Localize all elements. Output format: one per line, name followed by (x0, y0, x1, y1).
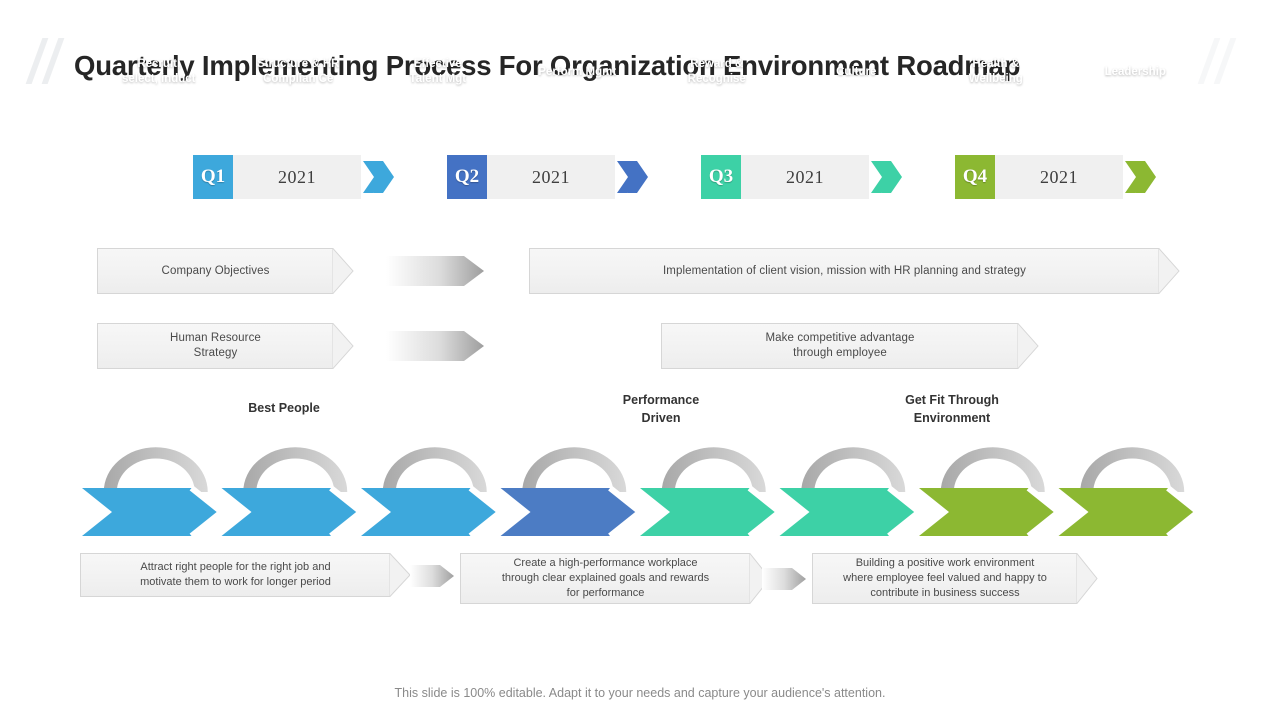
description-box-attract-people[interactable]: Attract right people for the right job a… (80, 553, 411, 597)
quarter-year: 2021 (487, 155, 615, 199)
process-arc-6 (940, 447, 1045, 492)
process-chevron-3 (500, 488, 640, 536)
chevron-right-icon (1123, 155, 1157, 199)
connector-arrow-4 (762, 565, 806, 593)
process-chevron-6 (919, 488, 1059, 536)
strategy-box-company-objectives[interactable]: Company Objectives (97, 248, 354, 294)
chevron-tip-icon (1017, 323, 1039, 369)
process-arc-7 (1080, 447, 1185, 492)
chevron-tip-icon (1158, 248, 1180, 294)
chevron-tip-icon (332, 248, 354, 294)
quarter-year: 2021 (741, 155, 869, 199)
footer-note: This slide is 100% editable. Adapt it to… (394, 686, 886, 700)
process-arc-0 (103, 447, 208, 492)
quarter-item-q3[interactable]: Q3 2021 (701, 155, 903, 199)
process-arc-1 (243, 447, 348, 492)
strategy-box-label: Implementation of client vision, mission… (662, 264, 1027, 277)
connector-arrow-1 (386, 252, 484, 290)
chevron-right-icon (869, 155, 903, 199)
chevron-tip-icon (332, 323, 354, 369)
process-chevron-5 (779, 488, 919, 536)
description-text: Attract right people for the right job a… (140, 561, 331, 588)
quarter-item-q4[interactable]: Q4 2021 (955, 155, 1157, 199)
double-slash-icon-right (1197, 38, 1248, 84)
quarter-badge: Q2 (447, 155, 487, 199)
connector-arrow-3 (410, 562, 454, 590)
page-title: Quarterly Implementing Process For Organ… (74, 50, 1021, 81)
quarter-item-q1[interactable]: Q1 2021 (193, 155, 395, 199)
double-slash-icon-left (25, 38, 76, 84)
caption-best-people: Best People (248, 401, 320, 415)
connector-arrow-2 (386, 327, 484, 365)
process-arc-3 (522, 447, 627, 492)
process-chevron-2 (361, 488, 501, 536)
quarter-badge: Q3 (701, 155, 741, 199)
chevron-right-icon (615, 155, 649, 199)
chevron-tip-icon (389, 553, 411, 597)
process-arc-5 (801, 447, 906, 492)
process-chevron-7 (1058, 488, 1198, 536)
chevron-right-icon (361, 155, 395, 199)
process-chevron-0 (82, 488, 222, 536)
quarter-badge: Q1 (193, 155, 233, 199)
quarter-timeline: Q1 2021 Q2 2021 Q3 2021 Q4 2021 (0, 155, 1280, 201)
strategy-box-label: Company Objectives (161, 264, 270, 277)
chevron-tip-icon (749, 553, 771, 604)
quarter-year: 2021 (995, 155, 1123, 199)
process-arc-4 (661, 447, 766, 492)
process-chevron-band (0, 440, 1280, 550)
chevron-tip-icon (1076, 553, 1098, 604)
quarter-item-q2[interactable]: Q2 2021 (447, 155, 649, 199)
title-bar: Quarterly Implementing Process For Organ… (0, 18, 1280, 84)
quarter-badge: Q4 (955, 155, 995, 199)
process-chevron-1 (221, 488, 361, 536)
process-chevron-4 (640, 488, 780, 536)
quarter-year: 2021 (233, 155, 361, 199)
process-arc-2 (382, 447, 487, 492)
strategy-box-implementation[interactable]: Implementation of client vision, mission… (529, 248, 1180, 294)
